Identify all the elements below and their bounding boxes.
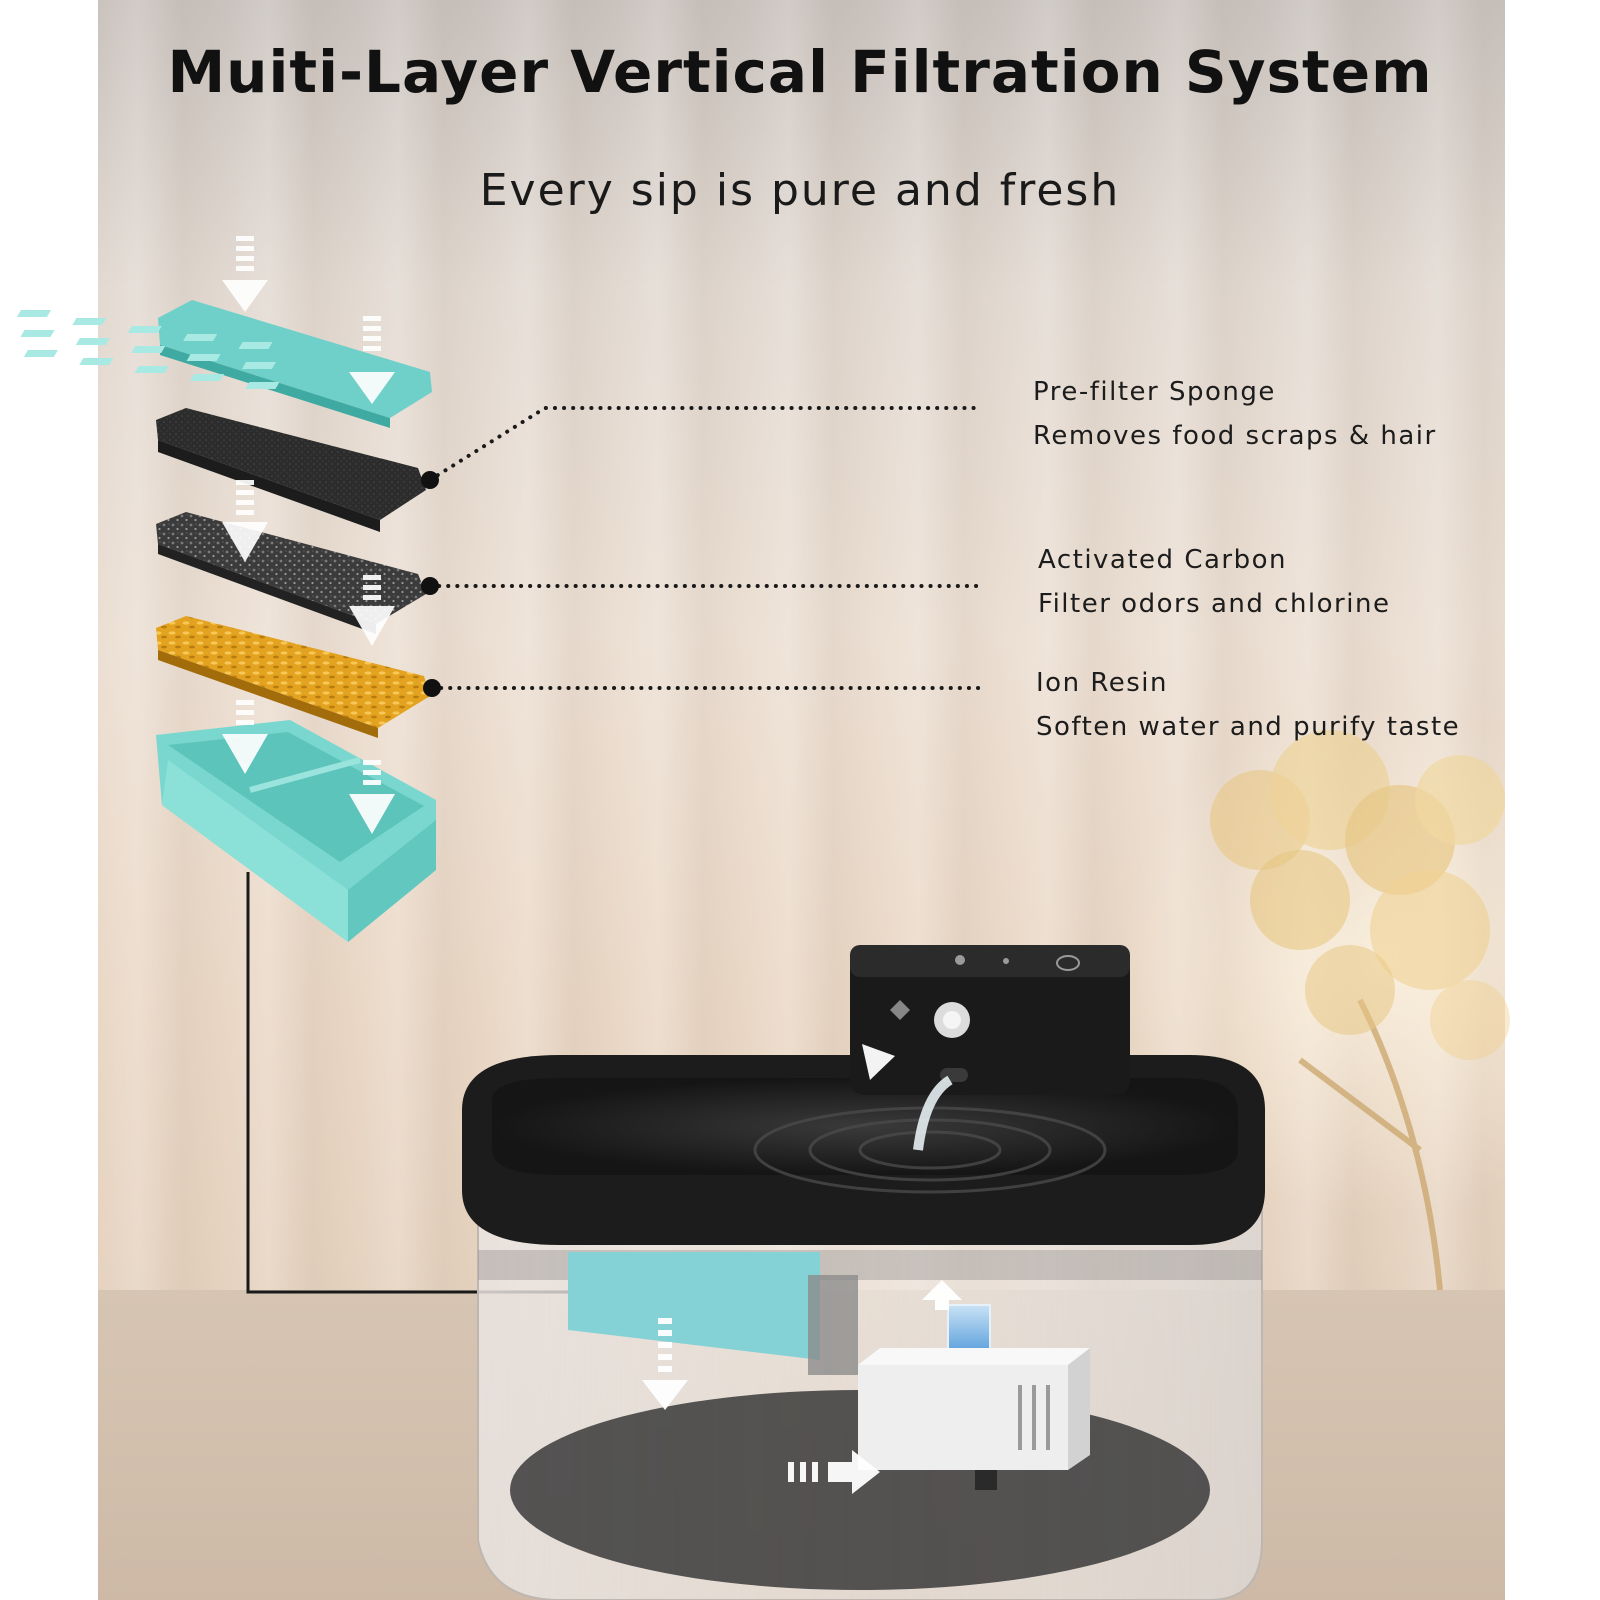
carbon-name: Activated Carbon xyxy=(1038,545,1287,575)
fountain xyxy=(462,945,1265,1600)
sponge-description: Removes food scraps & hair xyxy=(1033,421,1437,451)
background-tree xyxy=(1210,730,1510,1291)
page-title: Muiti-Layer Vertical Filtration System xyxy=(167,38,1433,106)
flow-arrows xyxy=(222,236,395,834)
carbon-description: Filter odors and chlorine xyxy=(1038,589,1391,619)
sponge-callout: Pre-filter Sponge Removes food scraps & … xyxy=(1033,370,1437,458)
carbon-layer xyxy=(156,512,426,634)
resin-name: Ion Resin xyxy=(1036,668,1168,698)
resin-description: Soften water and purify taste xyxy=(1036,712,1461,742)
resin-layer xyxy=(156,616,430,738)
sponge-callout-line xyxy=(428,406,984,482)
filter-box xyxy=(156,720,436,942)
water-pump xyxy=(858,1304,1090,1490)
callout-lines xyxy=(428,406,984,690)
carbon-callout: Activated Carbon Filter odors and chlori… xyxy=(1038,538,1390,626)
sponge-name: Pre-filter Sponge xyxy=(1033,377,1276,407)
page-subtitle: Every sip is pure and fresh xyxy=(479,165,1121,216)
sponge-layer xyxy=(156,408,426,532)
resin-callout: Ion Resin Soften water and purify taste xyxy=(1036,661,1460,749)
